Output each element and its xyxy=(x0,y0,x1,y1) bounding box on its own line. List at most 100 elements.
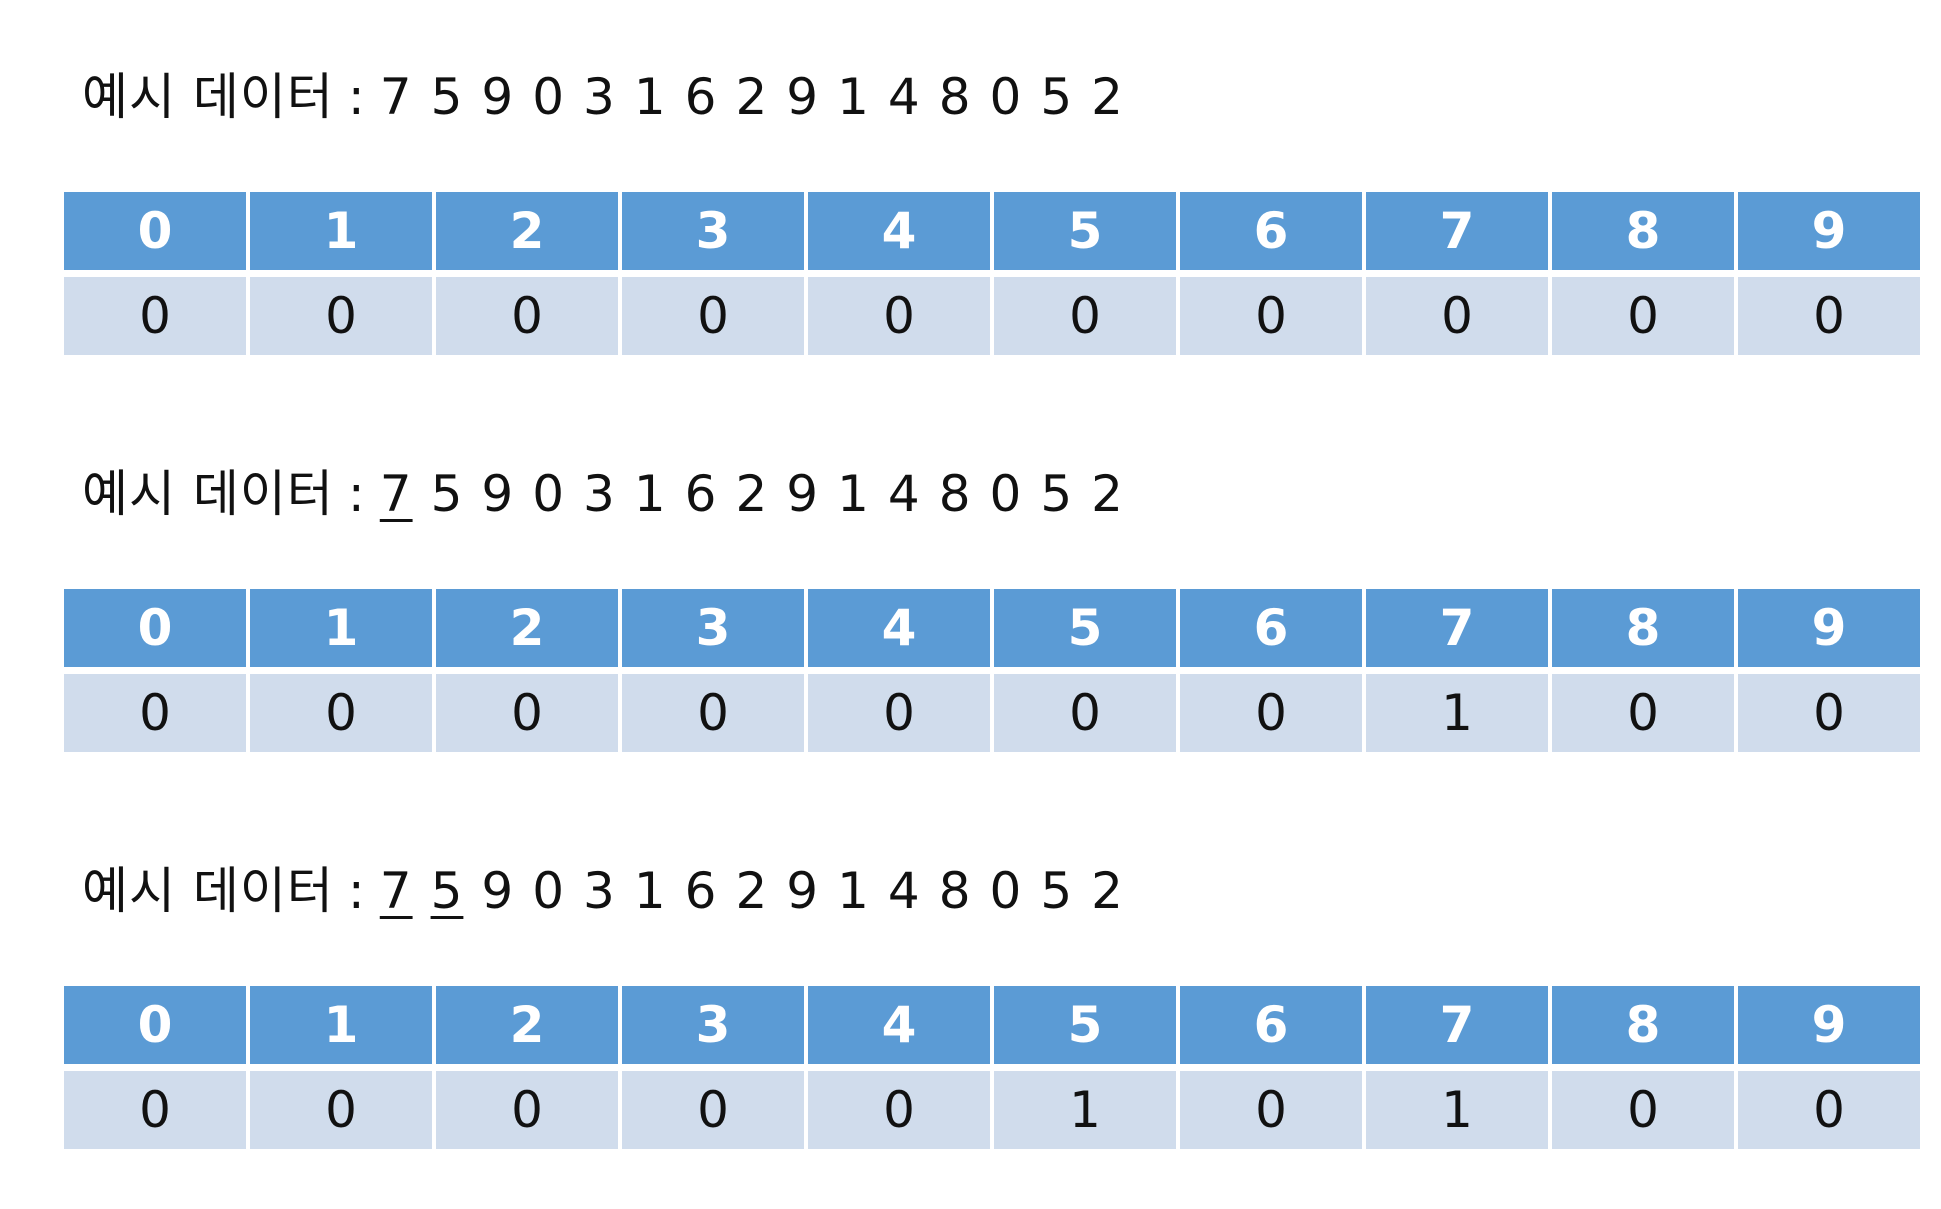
index-header-cell: 1 xyxy=(250,192,432,270)
count-value-cell: 0 xyxy=(436,674,618,752)
index-header-cell: 8 xyxy=(1552,986,1734,1064)
data-digit: 9 xyxy=(786,465,820,523)
index-header-cell: 9 xyxy=(1738,192,1920,270)
index-header-cell: 5 xyxy=(994,986,1176,1064)
caption-label: 예시 데이터 xyxy=(82,68,334,126)
index-header-cell: 3 xyxy=(622,986,804,1064)
data-digit: 1 xyxy=(837,862,870,920)
data-digit: 3 xyxy=(583,68,616,126)
count-value-cell: 0 xyxy=(436,277,618,355)
index-header-cell: 2 xyxy=(436,589,618,667)
count-value-cell: 0 xyxy=(250,1071,432,1149)
index-header-cell: 6 xyxy=(1180,589,1362,667)
index-header-cell: 6 xyxy=(1180,192,1362,270)
data-digit: 7 xyxy=(379,465,413,523)
data-digit: 9 xyxy=(481,68,515,126)
index-header-cell: 9 xyxy=(1738,589,1920,667)
count-value-cell: 0 xyxy=(994,277,1176,355)
data-digit: 9 xyxy=(786,68,820,126)
count-value-cell: 0 xyxy=(250,277,432,355)
count-value-cell: 0 xyxy=(622,674,804,752)
count-value-cell: 0 xyxy=(1738,674,1920,752)
count-value-cell: 0 xyxy=(1180,674,1362,752)
count-value-cell: 0 xyxy=(808,277,990,355)
data-digit: 5 xyxy=(1040,68,1074,126)
data-digit: 5 xyxy=(1040,862,1074,920)
caption-separator: : xyxy=(347,465,366,523)
index-header-cell: 0 xyxy=(64,986,246,1064)
data-digit: 0 xyxy=(989,862,1023,920)
index-header-cell: 6 xyxy=(1180,986,1362,1064)
count-value-cell: 0 xyxy=(250,674,432,752)
count-value-cell: 0 xyxy=(64,277,246,355)
index-header-cell: 1 xyxy=(250,589,432,667)
count-value-cell: 0 xyxy=(1180,1071,1362,1149)
data-digit: 2 xyxy=(1091,862,1124,920)
count-value-cell: 0 xyxy=(622,1071,804,1149)
data-digit: 5 xyxy=(430,465,464,523)
data-digit: 9 xyxy=(481,465,515,523)
data-digit: 4 xyxy=(887,68,921,126)
data-digit: 4 xyxy=(887,862,921,920)
data-digit: 1 xyxy=(633,862,667,920)
data-digit: 6 xyxy=(684,68,718,126)
index-header-cell: 7 xyxy=(1366,986,1548,1064)
count-value-cell: 0 xyxy=(436,1071,618,1149)
data-digit: 9 xyxy=(481,862,515,920)
count-value-cell: 0 xyxy=(64,1071,246,1149)
count-value-cell: 0 xyxy=(1366,277,1548,355)
data-digit: 8 xyxy=(938,862,972,920)
data-digit: 2 xyxy=(735,465,769,523)
count-value-cell: 1 xyxy=(1366,674,1548,752)
data-digit: 6 xyxy=(684,862,718,920)
caption-separator: : xyxy=(347,68,366,126)
count-value-cell: 0 xyxy=(622,277,804,355)
data-digit: 1 xyxy=(633,68,667,126)
index-header-cell: 3 xyxy=(622,192,804,270)
index-header-cell: 5 xyxy=(994,589,1176,667)
count-value-cell: 0 xyxy=(808,674,990,752)
data-digit: 2 xyxy=(735,68,769,126)
index-header-cell: 0 xyxy=(64,589,246,667)
data-digit: 1 xyxy=(837,68,870,126)
data-digit: 0 xyxy=(989,465,1023,523)
index-header-cell: 2 xyxy=(436,192,618,270)
count-value-cell: 0 xyxy=(1552,674,1734,752)
index-header-cell: 8 xyxy=(1552,192,1734,270)
data-digit: 3 xyxy=(583,862,616,920)
index-header-cell: 3 xyxy=(622,589,804,667)
count-value-cell: 0 xyxy=(994,674,1176,752)
data-digit: 1 xyxy=(837,465,870,523)
data-digit: 2 xyxy=(735,862,769,920)
data-digit: 0 xyxy=(532,465,566,523)
count-value-cell: 1 xyxy=(994,1071,1176,1149)
index-header-cell: 4 xyxy=(808,986,990,1064)
index-header-cell: 2 xyxy=(436,986,618,1064)
index-header-cell: 9 xyxy=(1738,986,1920,1064)
data-digit: 0 xyxy=(532,68,566,126)
count-value-cell: 0 xyxy=(1738,277,1920,355)
data-digit: 0 xyxy=(532,862,566,920)
index-header-cell: 7 xyxy=(1366,589,1548,667)
index-header-cell: 8 xyxy=(1552,589,1734,667)
index-header-cell: 5 xyxy=(994,192,1176,270)
data-digit: 7 xyxy=(379,68,413,126)
data-digit: 2 xyxy=(1091,68,1124,126)
index-header-cell: 4 xyxy=(808,589,990,667)
caption-label: 예시 데이터 xyxy=(82,862,334,920)
caption-separator: : xyxy=(347,862,366,920)
count-value-cell: 0 xyxy=(1552,1071,1734,1149)
count-value-cell: 1 xyxy=(1366,1071,1548,1149)
data-digit: 9 xyxy=(786,862,820,920)
caption-label: 예시 데이터 xyxy=(82,465,334,523)
